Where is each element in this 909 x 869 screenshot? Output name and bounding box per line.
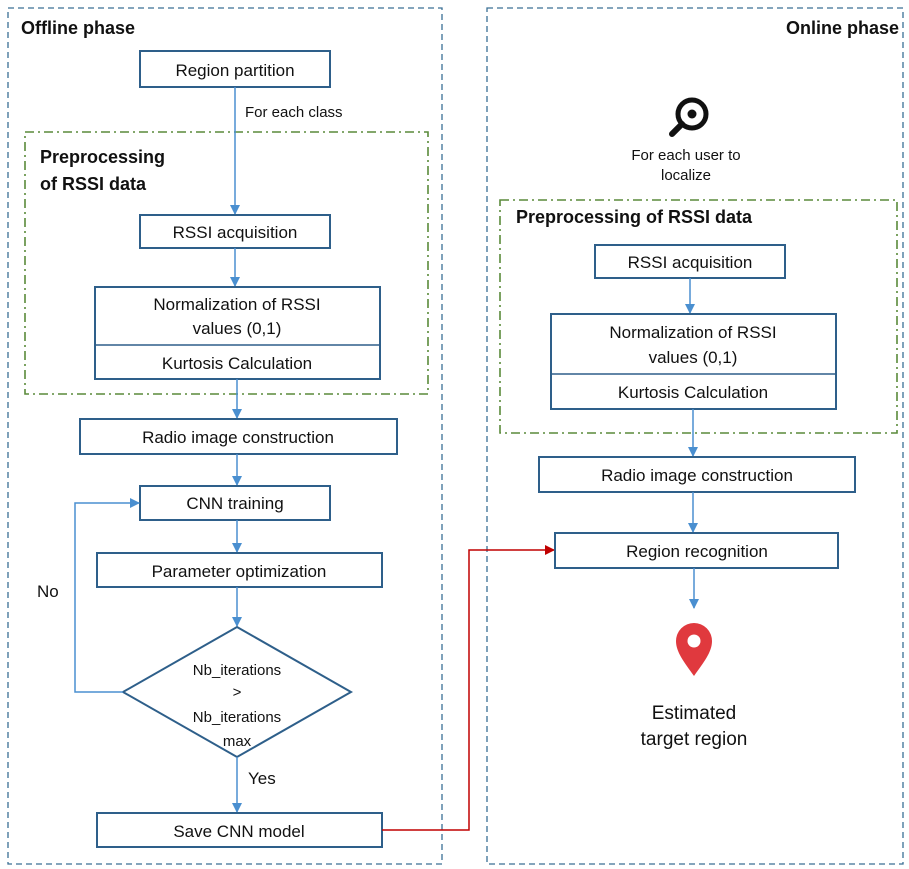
online-rssi-acquisition-box (594, 244, 786, 279)
yes-label: Yes (248, 769, 276, 788)
online-rssi-acquisition-label: RSSI acquisition (628, 253, 753, 272)
online-normalization-box (550, 313, 837, 410)
no-label: No (37, 582, 59, 601)
offline-preprocessing-frame (24, 131, 429, 395)
region-recognition-box (554, 532, 839, 569)
offline-preprocessing-title-2: of RSSI data (40, 174, 147, 194)
offline-normalization-box (94, 286, 381, 380)
save-cnn-model-label: Save CNN model (173, 822, 304, 841)
online-phase-title: Online phase (786, 18, 899, 38)
estimated-target-label: Estimated (652, 703, 736, 724)
offline-normalization-label-2: values (0,1) (193, 319, 282, 338)
offline-preprocessing-title: Preprocessing (40, 147, 165, 167)
online-phase-frame (486, 7, 904, 865)
online-kurtosis-label: Kurtosis Calculation (618, 383, 768, 402)
cnn-training-label: CNN training (186, 494, 283, 513)
online-preprocessing-frame (499, 199, 898, 434)
online-normalization-label: Normalization of RSSI (609, 323, 776, 342)
offline-kurtosis-label: Kurtosis Calculation (162, 354, 312, 373)
search-location-icon (669, 97, 709, 137)
offline-rssi-acquisition-box (139, 214, 331, 249)
offline-phase-frame (7, 7, 443, 865)
online-radio-image-label: Radio image construction (601, 466, 793, 485)
online-radio-image-box (538, 456, 856, 493)
decision-label-4: max (223, 733, 252, 750)
region-partition-label: Region partition (175, 61, 294, 80)
estimated-target-label-2: target region (641, 729, 748, 750)
save-cnn-model-box (96, 812, 383, 848)
offline-normalization-label: Normalization of RSSI (153, 295, 320, 314)
for-each-class-label: For each class (245, 104, 343, 121)
model-transfer-arrow (382, 545, 555, 831)
region-recognition-label: Region recognition (626, 542, 768, 561)
offline-phase-title: Offline phase (21, 18, 135, 38)
online-preprocessing-title: Preprocessing of RSSI data (516, 207, 753, 227)
map-pin-icon (676, 623, 712, 676)
offline-radio-image-label: Radio image construction (142, 428, 334, 447)
cnn-training-box (139, 485, 331, 521)
offline-rssi-acquisition-label: RSSI acquisition (173, 223, 298, 242)
no-loop-arrow (74, 498, 140, 693)
for-each-user-label-2: localize (661, 167, 711, 184)
parameter-optimization-box (96, 552, 383, 588)
for-each-user-label: For each user to (631, 147, 740, 164)
decision-label-3: Nb_iterations (193, 709, 281, 726)
offline-radio-image-box (79, 418, 398, 455)
region-partition-box (139, 50, 331, 88)
online-normalization-label-2: values (0,1) (649, 348, 738, 367)
decision-label-2: > (233, 684, 242, 701)
parameter-optimization-label: Parameter optimization (152, 562, 327, 581)
decision-label-1: Nb_iterations (193, 662, 281, 679)
